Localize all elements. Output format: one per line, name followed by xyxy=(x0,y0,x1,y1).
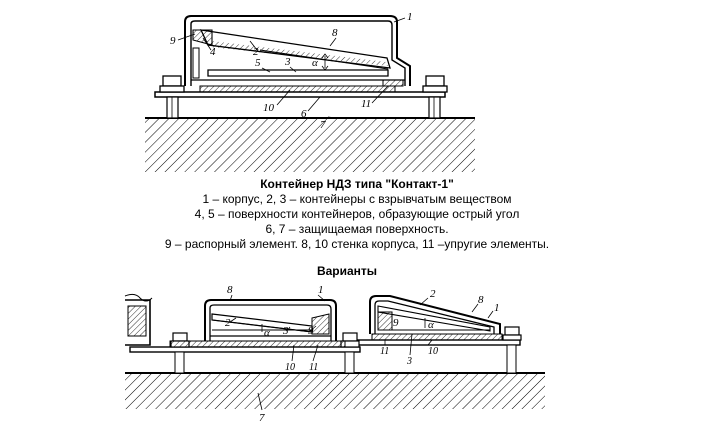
left-label-8: 8 xyxy=(227,284,233,296)
caption-line-1: 1 – корпус, 2, 3 – контейнеры с взрывчат… xyxy=(202,192,512,206)
right-label-9: 9 xyxy=(393,317,399,329)
label-2: 2 xyxy=(253,46,259,58)
label-alpha: α xyxy=(312,57,318,69)
right-bolt xyxy=(422,75,448,119)
left-label-alpha: α xyxy=(264,327,270,339)
label-11: 11 xyxy=(361,98,371,110)
left-label-3: 3 xyxy=(282,325,289,337)
right-label-10: 10 xyxy=(428,346,438,357)
left-variant-housing xyxy=(204,299,337,341)
right-variant-housing xyxy=(369,295,501,334)
protected-surface-top xyxy=(145,118,475,172)
left-bolt xyxy=(159,75,185,119)
right-label-3: 3 xyxy=(406,356,412,367)
left-label-9: 9 xyxy=(308,325,314,337)
bottom-bolts xyxy=(170,326,522,374)
right-label-1: 1 xyxy=(494,302,500,314)
container-3 xyxy=(207,69,389,77)
bottom-variants-drawing: 8 1 2 α 3 9 10 11 xyxy=(124,284,545,424)
right-label-11: 11 xyxy=(380,346,389,357)
caption-line-2: 4, 5 – поверхности контейнеров, образующ… xyxy=(194,207,520,221)
label-8: 8 xyxy=(332,27,338,39)
label-7: 7 xyxy=(320,119,326,131)
label-5: 5 xyxy=(255,57,261,69)
label-9: 9 xyxy=(170,35,176,47)
caption-line-4: 9 – распорный элемент. 8, 10 стенка корп… xyxy=(164,237,550,251)
label-10: 10 xyxy=(263,102,275,114)
protected-surface-bottom xyxy=(125,373,545,409)
spacer-9 xyxy=(192,29,213,46)
variants-heading: Варианты xyxy=(316,264,378,278)
left-edge-section xyxy=(124,293,153,346)
right-label-2: 2 xyxy=(430,288,436,300)
right-variant: 2 8 1 9 α 11 3 10 xyxy=(369,288,503,367)
caption-title: Контейнер НДЗ типа "Контакт-1" xyxy=(260,177,454,191)
label-3: 3 xyxy=(284,56,291,68)
bottom-label-7: 7 xyxy=(259,412,265,424)
right-label-8: 8 xyxy=(478,294,484,306)
housing-1 xyxy=(184,15,411,86)
left-label-2: 2 xyxy=(225,317,231,329)
base-plate xyxy=(154,91,446,98)
caption-line-3: 6, 7 – защищаемая поверхность. xyxy=(265,222,449,236)
label-4: 4 xyxy=(210,46,216,58)
label-1: 1 xyxy=(407,11,413,23)
top-main-drawing: 1 9 4 2 8 5 3 α 10 11 6 7 xyxy=(145,11,475,172)
label-6: 6 xyxy=(301,108,307,120)
elastic-elements-11 xyxy=(382,79,404,87)
left-label-11: 11 xyxy=(309,362,318,373)
elastic-element-10 xyxy=(199,85,396,93)
left-variant: 8 1 2 α 3 9 10 11 xyxy=(169,284,346,373)
left-label-1: 1 xyxy=(318,284,324,296)
left-label-10: 10 xyxy=(285,362,295,373)
right-label-alpha: α xyxy=(428,319,434,331)
